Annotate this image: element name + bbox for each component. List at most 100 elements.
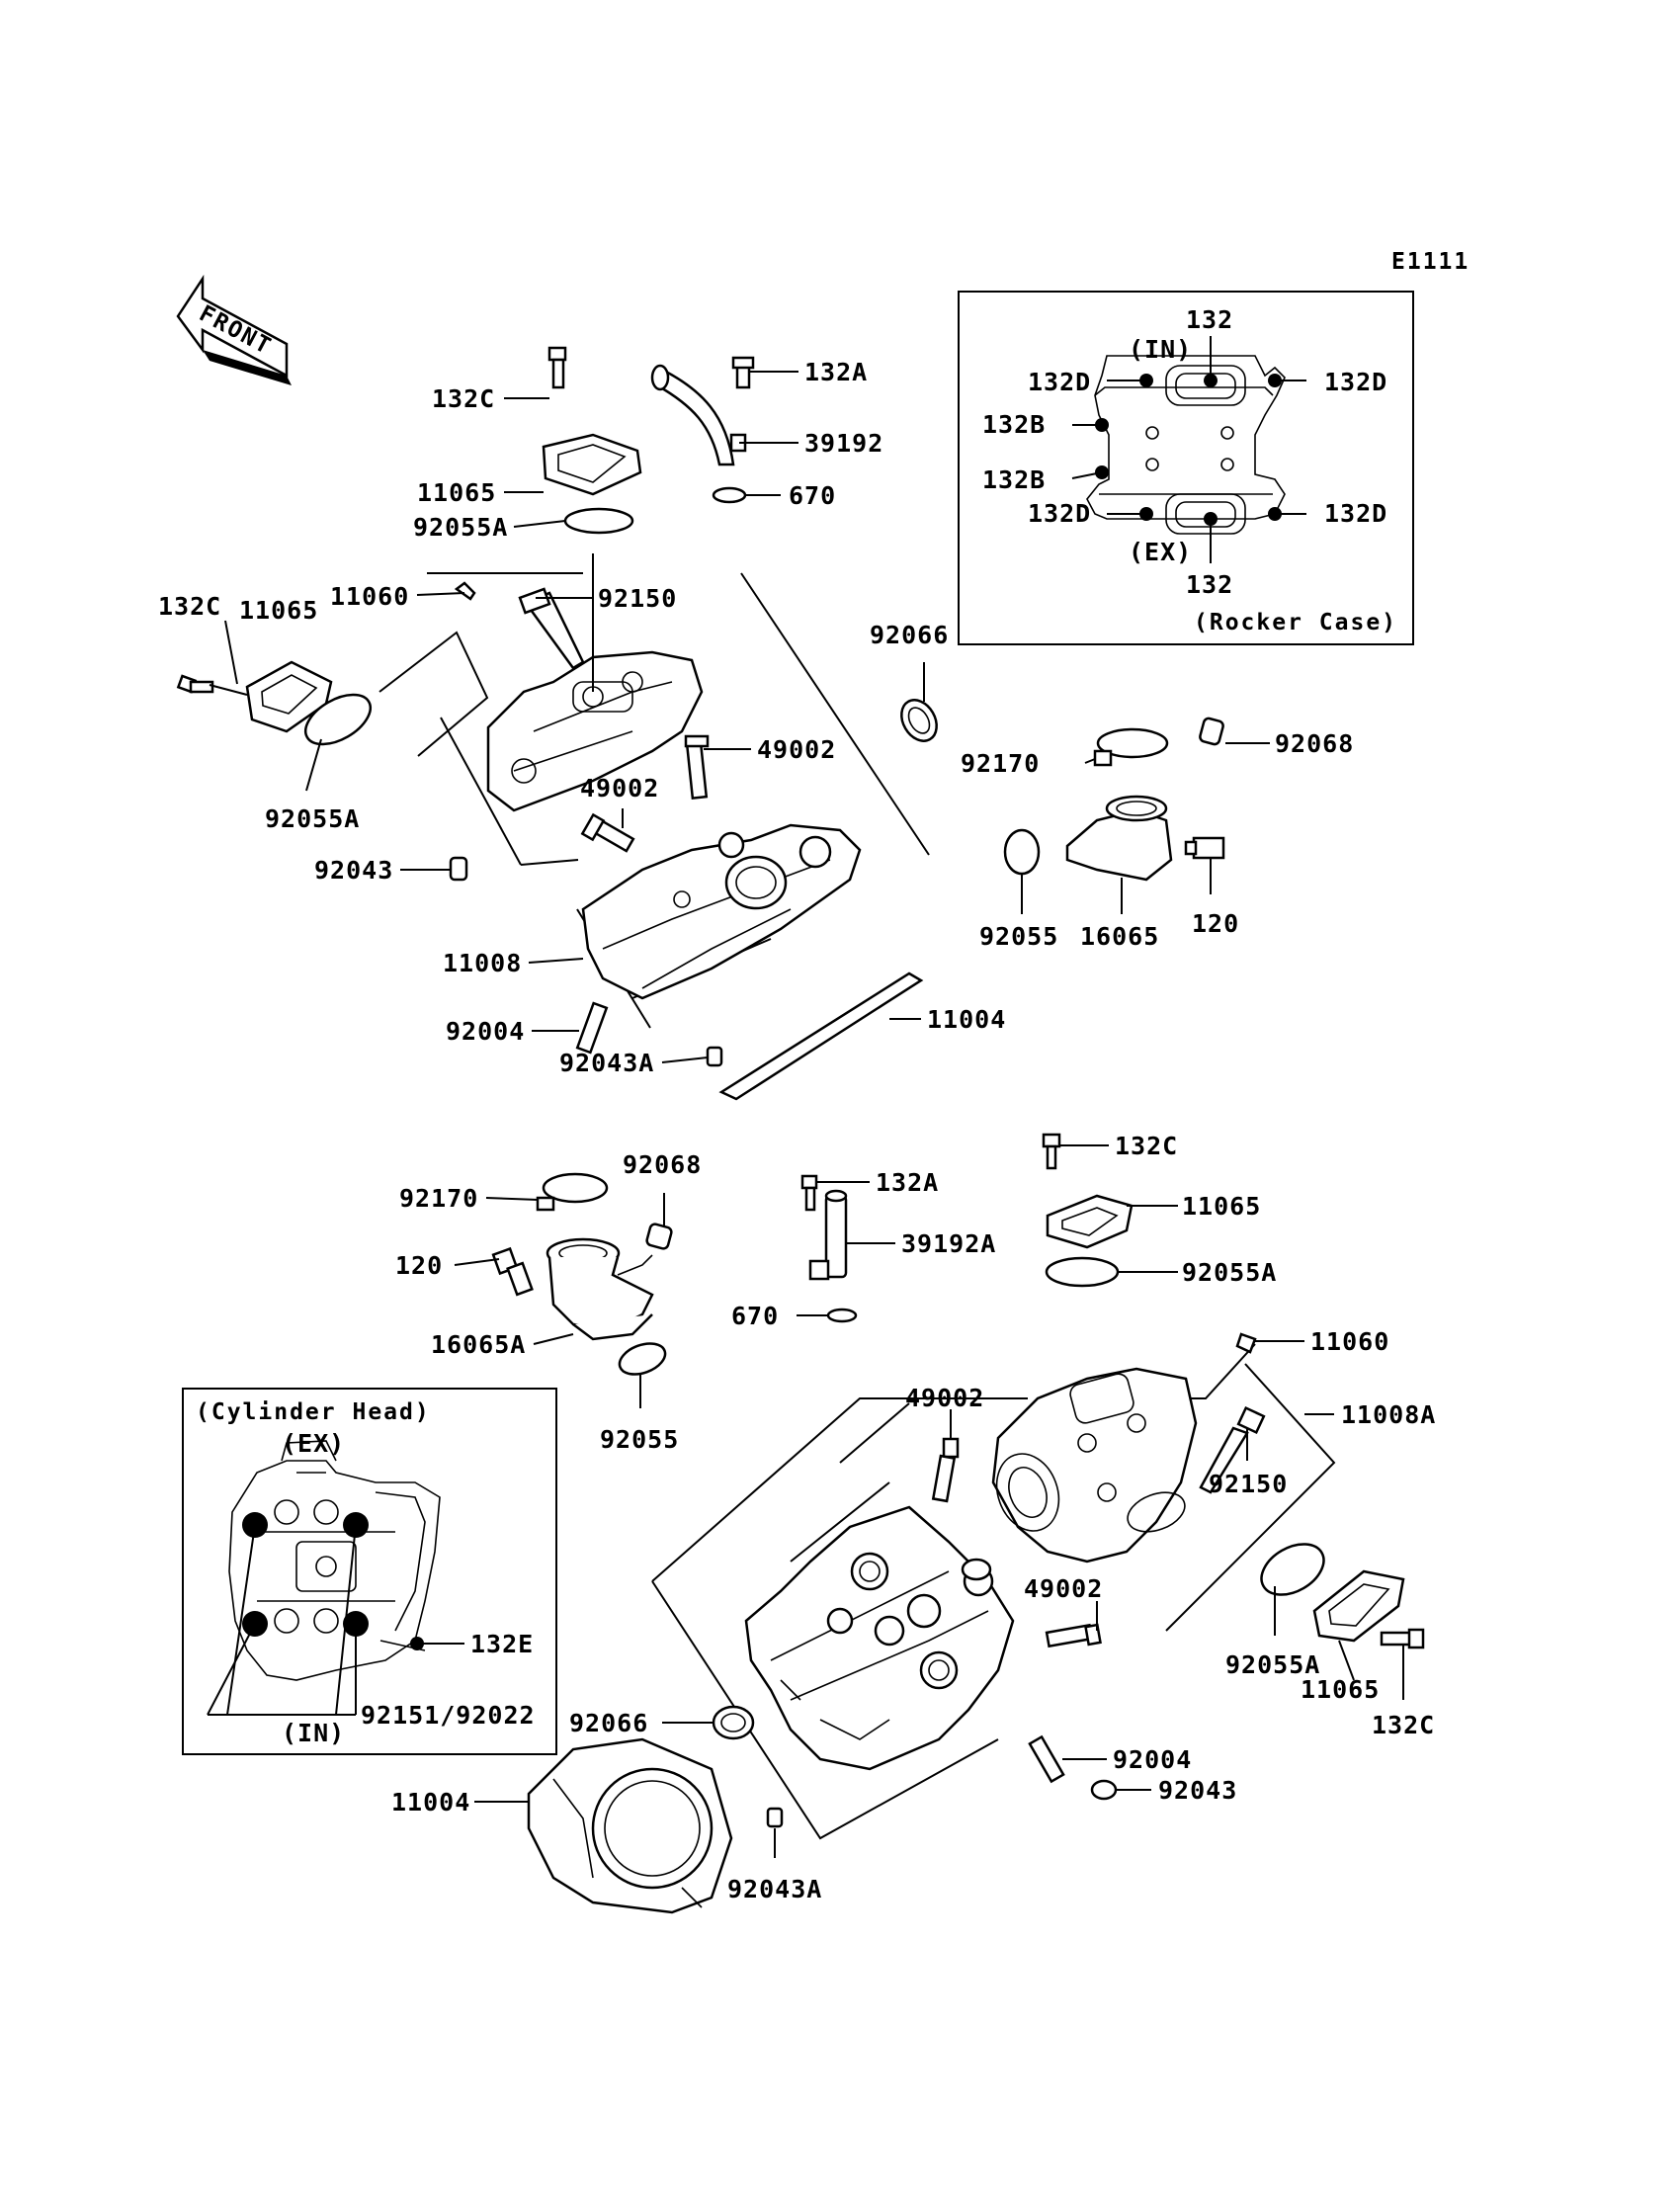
bolt-132c <box>1380 1628 1425 1649</box>
label-92150: 92150 <box>598 584 677 613</box>
seal-92066 <box>712 1705 755 1740</box>
label-92055a: 92055A <box>413 513 508 542</box>
label-11060: 11060 <box>330 582 409 611</box>
label-11008: 11008 <box>443 949 522 977</box>
label-39192a: 39192A <box>901 1229 996 1258</box>
ex-label: (EX) <box>1129 538 1192 566</box>
label-132: 132 <box>1186 570 1233 599</box>
label-670: 670 <box>731 1302 779 1330</box>
label-11004: 11004 <box>927 1005 1006 1034</box>
guide-49002 <box>1045 1623 1102 1648</box>
label-132b: 132B <box>982 465 1046 494</box>
cylinder-head-title: (Cylinder Head) <box>196 1399 431 1425</box>
label-11004: 11004 <box>391 1788 470 1817</box>
label-120: 120 <box>1192 909 1239 938</box>
label-11065: 11065 <box>1182 1192 1261 1221</box>
label-92150: 92150 <box>1209 1470 1288 1498</box>
bolt-132c <box>547 346 567 389</box>
dowel-92043 <box>449 856 468 882</box>
guide-49002 <box>684 734 710 800</box>
label-92004: 92004 <box>446 1017 525 1046</box>
label-92055a: 92055A <box>1182 1258 1277 1287</box>
rocker-case-title: (Rocker Case) <box>1194 610 1397 635</box>
rear-cylinder-group: 92170 92068 120 16065A 92055 132A 39192A… <box>391 1132 1436 1914</box>
front-cylinder-group: 132C 11065 92055A 132A 39192 670 11060 9… <box>158 346 1354 1101</box>
gasket-92055a <box>1260 1543 1325 1596</box>
gasket-11004 <box>527 1737 733 1914</box>
label-92004: 92004 <box>1113 1745 1192 1774</box>
cylinder-head-inset: (Cylinder Head) (EX) 132E 92151/92022 (I… <box>182 1388 557 1755</box>
label-132c: 132C <box>1115 1132 1178 1160</box>
rocker-case-11008 <box>486 650 704 812</box>
label-92055a: 92055A <box>265 804 360 833</box>
label-92170: 92170 <box>961 749 1040 778</box>
bolt-132c <box>176 674 214 694</box>
label-92055: 92055 <box>979 922 1058 951</box>
label-92170: 92170 <box>399 1184 478 1213</box>
cylinder-head-rear <box>744 1505 1015 1771</box>
cap-92068 <box>1199 717 1224 746</box>
label-132c: 132C <box>1372 1711 1435 1739</box>
seal-92066 <box>900 699 938 742</box>
label-11065: 11065 <box>417 478 496 507</box>
clamp-92170 <box>1093 727 1169 767</box>
label-132e: 132E <box>470 1630 534 1658</box>
in-label: (IN) <box>282 1719 345 1747</box>
cylinder-head-front <box>581 823 862 1000</box>
diagram-code: E1111 <box>1391 249 1470 275</box>
label-132: 132 <box>1186 305 1233 334</box>
dowel-92043a <box>706 1046 723 1067</box>
pin-11060 <box>454 581 476 601</box>
label-120: 120 <box>395 1251 443 1280</box>
label-92043a: 92043A <box>727 1875 822 1903</box>
label-670: 670 <box>789 481 836 510</box>
guide-49002 <box>931 1437 960 1503</box>
gasket-92055a <box>1045 1256 1120 1288</box>
label-11008a: 11008A <box>1341 1400 1436 1429</box>
ex-label: (EX) <box>282 1429 345 1458</box>
label-132d: 132D <box>1324 499 1387 528</box>
cap-92068 <box>645 1223 673 1250</box>
label-132c: 132C <box>432 384 495 413</box>
cover-11065 <box>542 433 642 496</box>
label-92068: 92068 <box>623 1150 702 1179</box>
label-92043: 92043 <box>314 856 393 885</box>
label-132a: 132A <box>804 358 868 386</box>
o-ring-92055 <box>1003 828 1041 876</box>
label-92068: 92068 <box>1275 729 1354 758</box>
label-132b: 132B <box>982 410 1046 439</box>
label-49002: 49002 <box>580 774 659 803</box>
in-label: (IN) <box>1129 335 1192 364</box>
bolt-92150 <box>518 587 585 670</box>
label-132a: 132A <box>876 1168 939 1197</box>
bolt-132c <box>1042 1133 1061 1170</box>
label-49002: 49002 <box>757 735 836 764</box>
label-132d: 132D <box>1028 499 1091 528</box>
cover-11065 <box>1312 1569 1405 1643</box>
front-arrow-icon: FRONT <box>176 274 292 385</box>
cover-11065 <box>1046 1194 1134 1249</box>
bolt-120 <box>1184 836 1225 860</box>
label-132d: 132D <box>1028 368 1091 396</box>
dowel-92043a <box>766 1807 784 1828</box>
label-11065: 11065 <box>239 596 318 625</box>
label-92151-92022: 92151/92022 <box>361 1701 536 1730</box>
label-132d: 132D <box>1324 368 1387 396</box>
gasket-92055a <box>304 693 372 746</box>
label-92066: 92066 <box>569 1709 648 1737</box>
o-ring-670 <box>712 486 747 504</box>
rocker-case-inset: 132 (IN) 132D 132D 132B 132B 132D 132D (… <box>958 291 1414 645</box>
stud-92004 <box>575 1001 609 1055</box>
bolt-132a <box>800 1174 818 1212</box>
label-16065a: 16065A <box>431 1330 526 1359</box>
label-49002: 49002 <box>905 1384 984 1412</box>
pipe-39192 <box>650 356 755 466</box>
guide-49002 <box>580 812 635 853</box>
bolt-120 <box>491 1246 534 1297</box>
pin-11060 <box>1235 1332 1257 1354</box>
gasket-11004 <box>718 972 924 1101</box>
label-16065: 16065 <box>1080 922 1159 951</box>
label-11060: 11060 <box>1310 1327 1389 1356</box>
clamp-92170 <box>536 1172 609 1212</box>
